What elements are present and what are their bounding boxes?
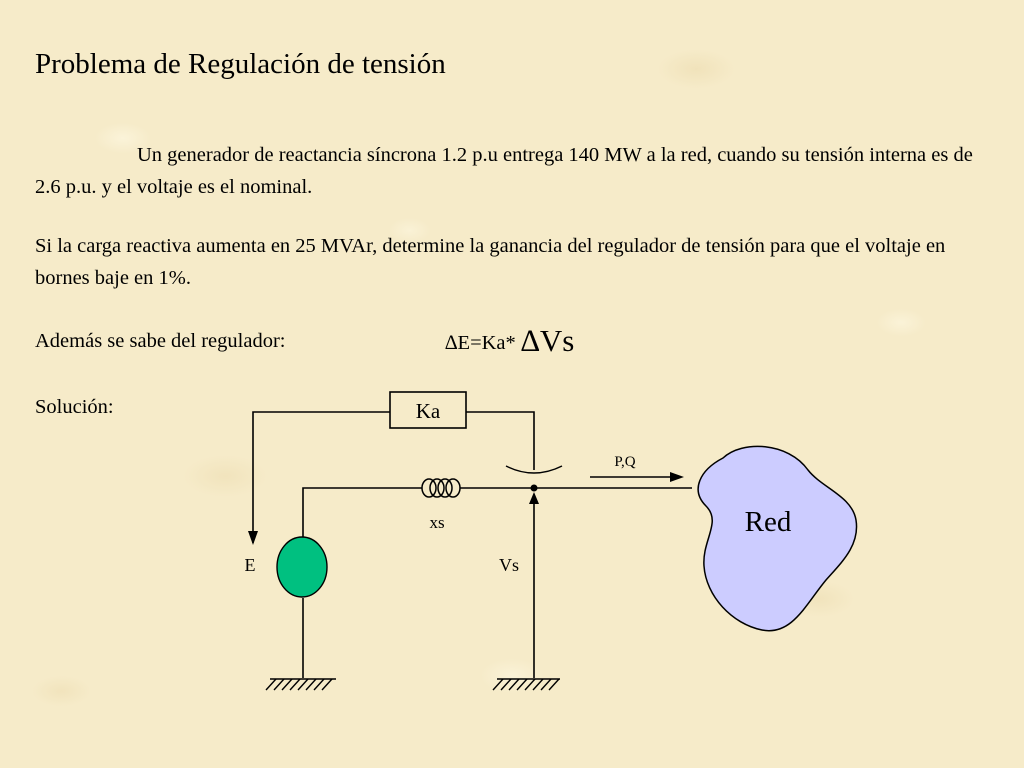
- formula-rhs: ∆Vs: [520, 323, 575, 358]
- solution-label: Solución:: [35, 396, 114, 418]
- voltage-sensor-arc: [505, 465, 563, 474]
- vs-label: Vs: [499, 555, 519, 575]
- ground-symbol-generator: [265, 678, 336, 691]
- ka-block: [389, 391, 467, 429]
- wire-gen-to-reactance: [302, 487, 422, 538]
- e-label: E: [245, 555, 256, 575]
- xs-label: xs: [429, 513, 444, 532]
- feedback-wire-left: [252, 411, 390, 543]
- vs-arrowhead: [529, 492, 539, 504]
- ground-symbol-bus: [492, 678, 560, 691]
- slide-title: Problema de Regulación de tensión: [35, 48, 446, 80]
- red-label: Red: [745, 506, 792, 538]
- feedback-arrowhead: [248, 531, 258, 545]
- reactance-coil: [421, 478, 461, 498]
- regulator-intro-label: Además se sabe del regulador:: [35, 330, 286, 352]
- problem-question: Si la carga reactiva aumenta en 25 MVAr,…: [35, 235, 946, 289]
- bus-node: [530, 484, 538, 492]
- network-red-shape: [697, 445, 858, 632]
- ka-label: Ka: [416, 399, 441, 423]
- pq-label: P,Q: [614, 454, 635, 470]
- generator-symbol: [276, 536, 328, 598]
- formula-lhs: ∆E=Ka*: [445, 332, 516, 354]
- regulator-formula: ∆E=Ka* ∆Vs: [445, 323, 574, 359]
- feedback-wire-right: [466, 411, 535, 470]
- main-circuit: [302, 487, 692, 538]
- power-flow-arrowhead: [670, 472, 684, 482]
- problem-statement: Un generador de reactancia síncrona 1.2 …: [35, 144, 973, 198]
- feedback-loop: [252, 411, 535, 543]
